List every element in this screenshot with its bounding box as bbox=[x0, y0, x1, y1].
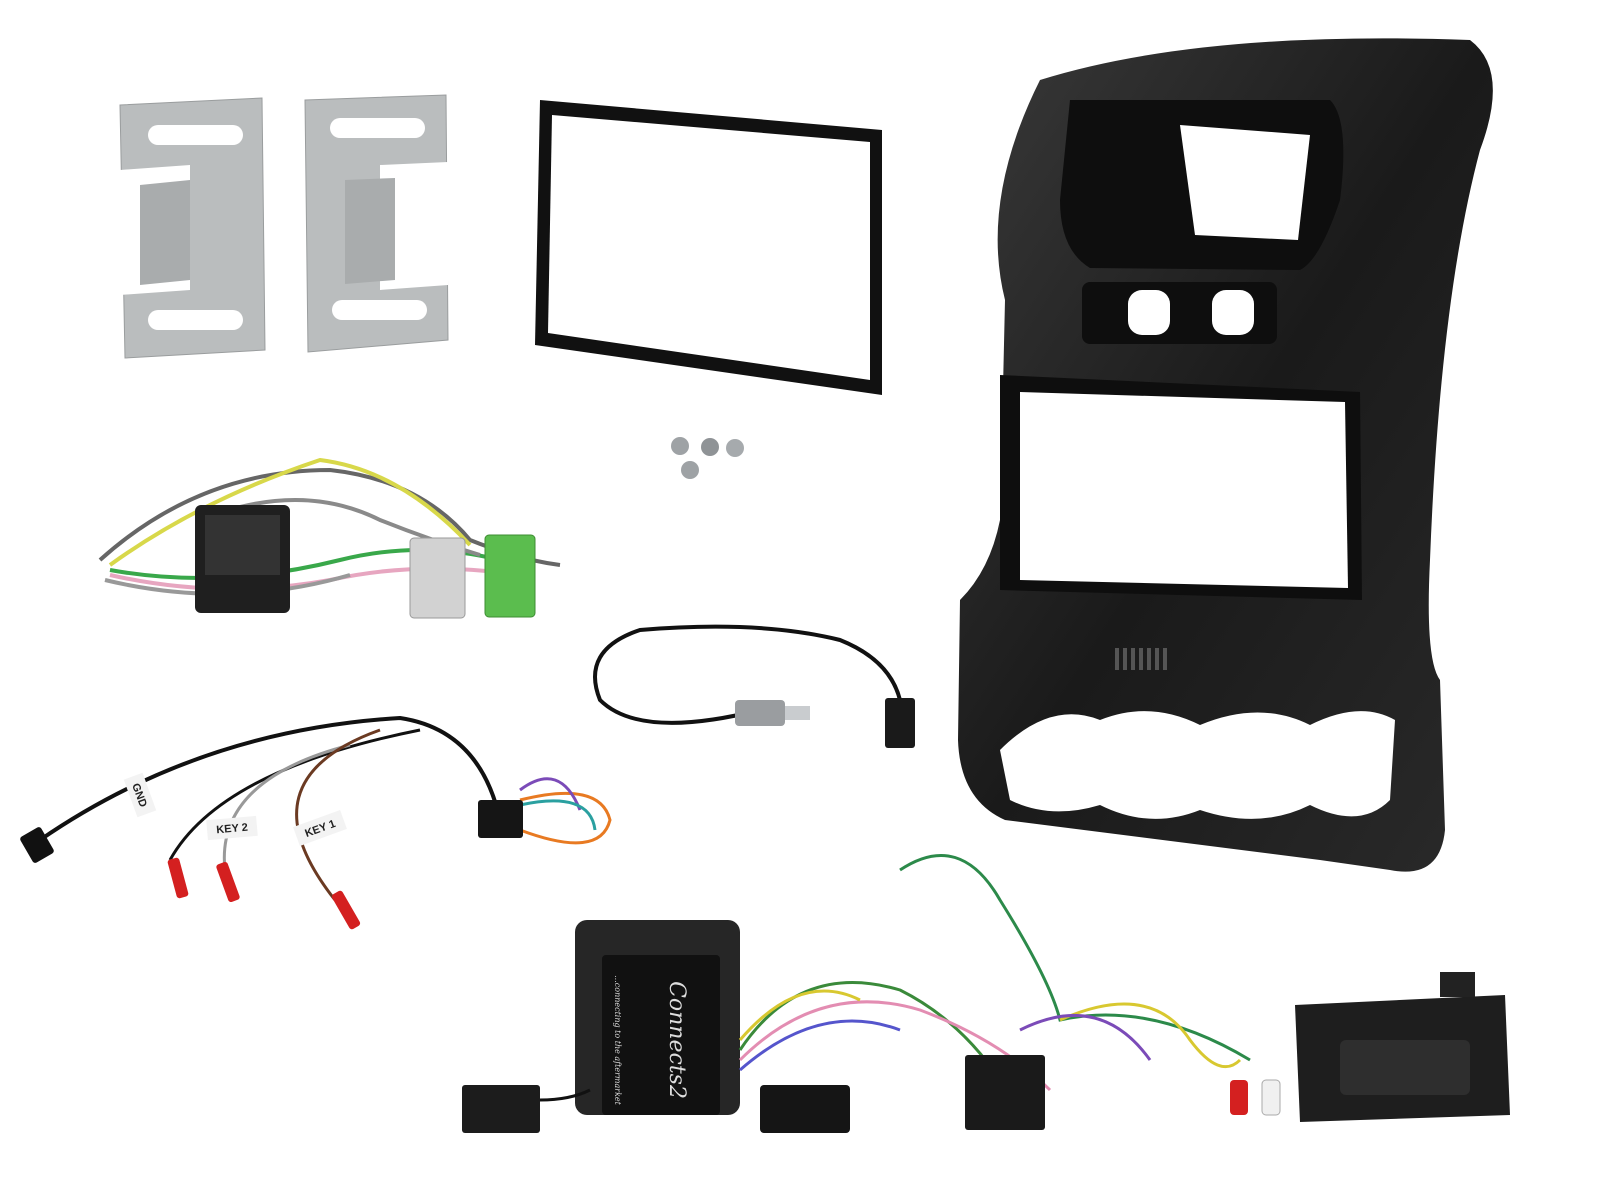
harness-connector-grey bbox=[409, 537, 466, 619]
cage-frame bbox=[535, 100, 882, 395]
steering-interface-box: Connects2 ...connecting to the aftermark… bbox=[575, 920, 740, 1115]
brand-logo: Connects2 bbox=[664, 981, 689, 1099]
steering-control-lead: GND KEY 2 KEY 1 bbox=[20, 715, 612, 930]
quadlock-connector-small bbox=[462, 1085, 540, 1133]
screws bbox=[671, 437, 744, 479]
harness-connector-green bbox=[484, 534, 536, 618]
antenna-adapter bbox=[593, 624, 915, 748]
wire-label-key2: KEY 2 bbox=[206, 815, 258, 841]
vehicle-connector bbox=[760, 1085, 850, 1133]
mounting-bracket-right bbox=[304, 94, 449, 353]
brand-tagline: ...connecting to the aftermarket bbox=[613, 975, 622, 1106]
speaker-module bbox=[1295, 972, 1510, 1122]
svg-text:KEY 2: KEY 2 bbox=[216, 822, 249, 837]
wire-label-gnd: GND bbox=[123, 772, 157, 818]
iso-connector bbox=[965, 1055, 1045, 1130]
mounting-bracket-left bbox=[119, 97, 266, 359]
harness-connector-black bbox=[195, 505, 290, 613]
wire-label-key1: KEY 1 bbox=[293, 810, 347, 846]
double-din-fascia bbox=[958, 38, 1493, 872]
